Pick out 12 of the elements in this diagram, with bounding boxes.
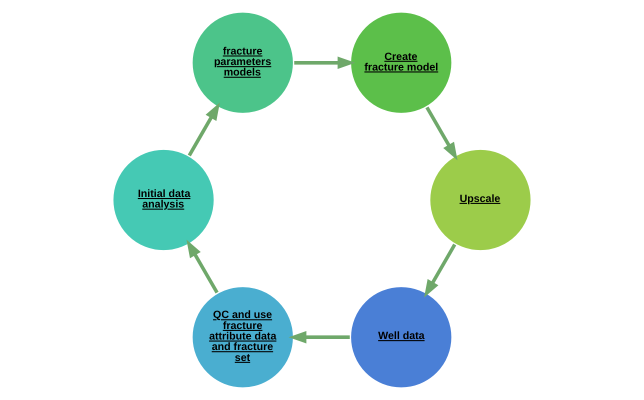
node-circle: Create fracture model	[349, 10, 454, 115]
arrow	[294, 56, 356, 70]
arrow	[425, 106, 458, 160]
arrow	[188, 102, 220, 156]
node-circle: Initial data analysis	[112, 148, 216, 252]
node-circle: Well data	[349, 285, 454, 390]
node-circle: fracture parameters models	[190, 10, 295, 115]
node-circle: QC and use fracture attribute data and fracture set	[190, 285, 295, 390]
node-circle: Upscale	[428, 148, 532, 252]
arrow	[288, 330, 350, 344]
arrow	[186, 240, 219, 294]
arrow	[424, 244, 456, 298]
